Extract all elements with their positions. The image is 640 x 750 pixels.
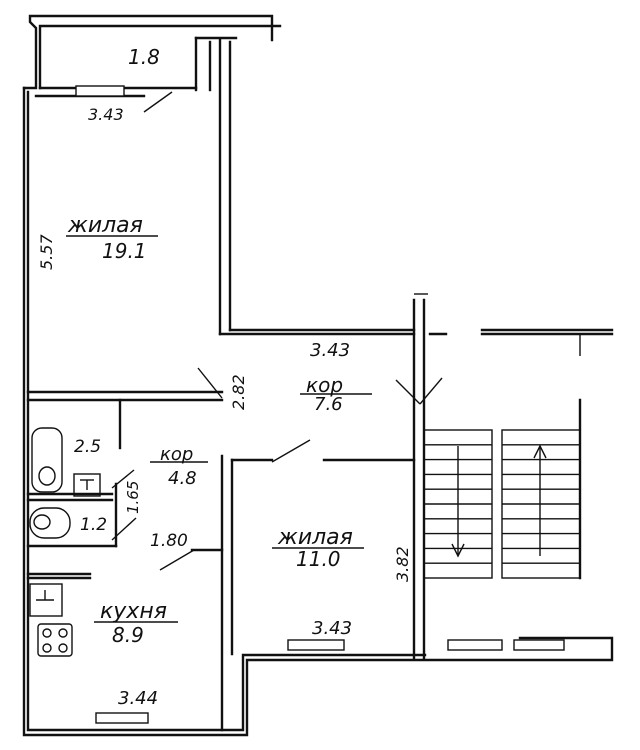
sink xyxy=(29,507,71,539)
kitchen-width-dim: 1.80 xyxy=(150,531,188,551)
toilet-fixture xyxy=(73,473,101,497)
living2-area: 11.0 xyxy=(296,547,341,571)
living1-area: 19.1 xyxy=(102,239,147,263)
living2-name: жилая xyxy=(277,525,353,550)
balcony-window-dim: 3.43 xyxy=(88,105,124,124)
fixtures xyxy=(29,427,101,657)
kitchen-name: кухня xyxy=(100,599,167,624)
balcony-area: 1.8 xyxy=(128,45,160,69)
corridor-name: кор xyxy=(306,373,343,397)
staircase xyxy=(423,429,581,579)
corridor2-area: 4.8 xyxy=(168,468,197,489)
windows xyxy=(75,85,565,724)
corridor2-width-dim: 1.65 xyxy=(124,481,142,514)
corridor2-name: кор xyxy=(160,444,193,465)
living1-name: жилая xyxy=(67,213,143,238)
living2-bottom-dim: 3.43 xyxy=(312,618,352,639)
kitchen-bottom-dim: 3.44 xyxy=(118,688,158,709)
bathroom-area: 2.5 xyxy=(74,437,101,457)
living2-height-dim: 3.82 xyxy=(393,546,412,582)
doors xyxy=(111,91,443,571)
toilet-area: 1.2 xyxy=(80,515,107,535)
kitchen-sink xyxy=(29,583,63,617)
corridor-area: 7.6 xyxy=(314,394,343,415)
corridor-ceiling-dim: 2.82 xyxy=(229,374,248,410)
kitchen-area: 8.9 xyxy=(112,623,144,647)
exterior-walls xyxy=(22,14,614,737)
stove-icon xyxy=(37,623,73,657)
living1-height-dim: 5.57 xyxy=(37,234,56,270)
bathtub xyxy=(31,427,63,493)
labels: 1.8 3.43 жилая 19.1 5.57 3.43 2.82 кор 7… xyxy=(37,45,412,709)
living1-bottom-dim: 3.43 xyxy=(310,340,350,361)
